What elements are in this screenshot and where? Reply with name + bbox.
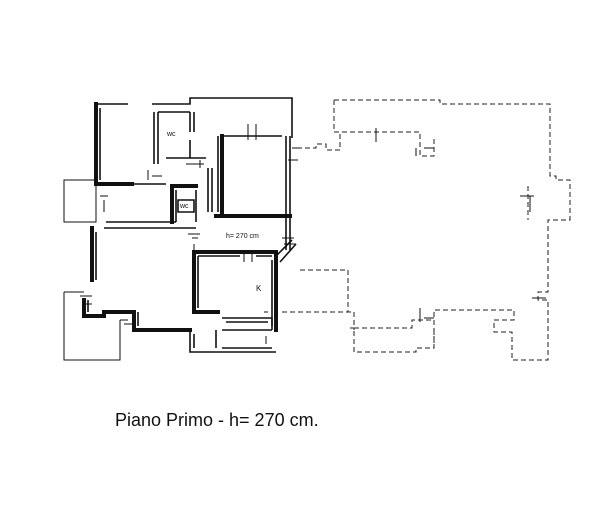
plan-caption: Piano Primo - h= 270 cm. xyxy=(115,410,319,430)
wc-upper-label: wc xyxy=(166,131,176,138)
kitchen-label: K xyxy=(256,284,262,293)
height-note-label: h= 270 cm xyxy=(226,233,259,240)
existing-walls xyxy=(63,97,297,361)
fixture-marks xyxy=(80,124,300,344)
dashed-outline xyxy=(282,99,571,361)
dashed-area-marks xyxy=(375,128,546,322)
wc-lower-label: wc xyxy=(179,203,189,210)
